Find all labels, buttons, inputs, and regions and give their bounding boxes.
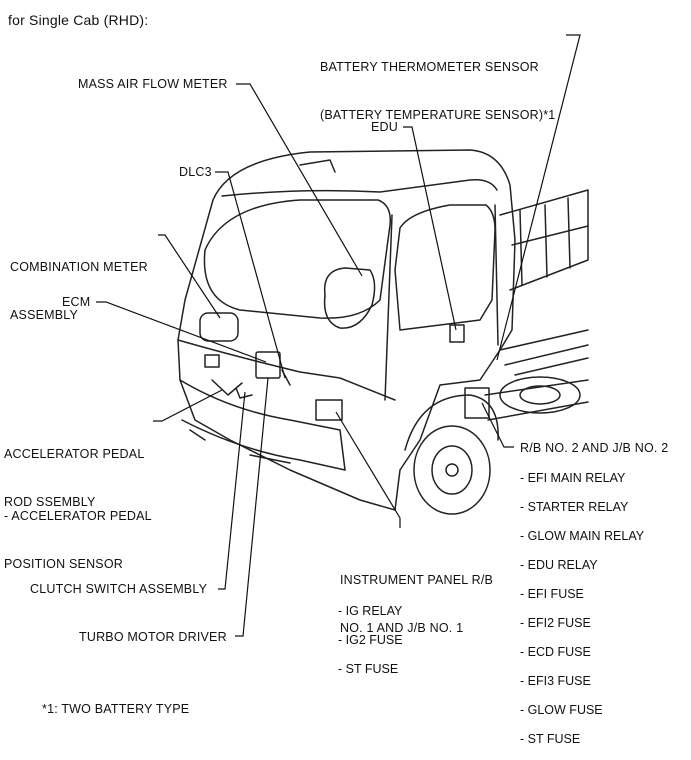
list-item: - EFI FUSE bbox=[520, 587, 584, 601]
front-wheel bbox=[413, 425, 491, 515]
combination-meter bbox=[199, 312, 239, 342]
list-item: - GLOW FUSE bbox=[520, 703, 603, 717]
list-item: - IG RELAY bbox=[338, 604, 403, 618]
mass-air-flow-meter-label: MASS AIR FLOW METER bbox=[78, 77, 228, 91]
battery-sensor-label: BATTERY THERMOMETER SENSOR (BATTERY TEMP… bbox=[320, 27, 555, 139]
accel-pedal-sensor-label: - ACCELERATOR PEDAL POSITION SENSOR bbox=[4, 476, 152, 588]
rb2-box bbox=[464, 387, 490, 419]
rb-jb-2-label: R/B NO. 2 AND J/B NO. 2 bbox=[520, 441, 669, 455]
list-item: - EFI3 FUSE bbox=[520, 674, 591, 688]
ecm-label: ECM bbox=[62, 295, 91, 309]
accel-pedal-rod-label: ACCELERATOR PEDAL ROD SSEMBLY bbox=[4, 414, 144, 526]
battery-sensor-line1: BATTERY THERMOMETER SENSOR bbox=[320, 60, 539, 74]
list-item: - STARTER RELAY bbox=[520, 500, 629, 514]
combination-meter-line2: ASSEMBLY bbox=[10, 308, 79, 322]
list-item: - EFI MAIN RELAY bbox=[520, 471, 626, 485]
battery-sensor-line2: (BATTERY TEMPERATURE SENSOR)*1 bbox=[320, 108, 556, 122]
accel-pedal-sensor-line2: POSITION SENSOR bbox=[4, 557, 123, 571]
combination-meter-label: COMBINATION METER ASSEMBLY bbox=[10, 227, 148, 339]
list-item: - EFI2 FUSE bbox=[520, 616, 591, 630]
accel-pedal-rod-line2: ROD SSEMBLY bbox=[4, 495, 96, 509]
list-item: - ECD FUSE bbox=[520, 645, 591, 659]
air-filter bbox=[323, 267, 376, 329]
front-bumper bbox=[179, 379, 346, 471]
edu-label: EDU bbox=[371, 120, 398, 134]
clutch-switch-label: CLUTCH SWITCH ASSEMBLY bbox=[30, 582, 208, 596]
instrument-panel-items: - IG RELAY - IG2 FUSE - ST FUSE bbox=[338, 603, 403, 690]
cargo-bed bbox=[499, 189, 589, 291]
side-window bbox=[394, 204, 496, 331]
cab-outline bbox=[177, 149, 516, 511]
windshield bbox=[203, 199, 391, 319]
turbo-motor-driver-label: TURBO MOTOR DRIVER bbox=[79, 630, 227, 644]
ecm-box bbox=[255, 351, 281, 379]
list-item: - ST FUSE bbox=[520, 732, 581, 746]
page-title: for Single Cab (RHD): bbox=[8, 12, 149, 28]
dlc3-label: DLC3 bbox=[179, 165, 212, 179]
instrument-panel-line2: NO. 1 AND J/B NO. 1 bbox=[340, 621, 464, 635]
footnote: *1: TWO BATTERY TYPE bbox=[42, 702, 190, 716]
rb2-items: - EFI MAIN RELAY - STARTER RELAY - GLOW … bbox=[520, 470, 644, 760]
combination-meter-line1: COMBINATION METER bbox=[10, 260, 148, 274]
accel-pedal-rod-line1: ACCELERATOR PEDAL bbox=[4, 447, 145, 461]
list-item: - IG2 FUSE bbox=[338, 633, 403, 647]
edu-box bbox=[449, 324, 465, 343]
accel-pedal-sensor-line1: - ACCELERATOR PEDAL bbox=[4, 509, 152, 523]
list-item: - EDU RELAY bbox=[520, 558, 598, 572]
instrument-panel-label: INSTRUMENT PANEL R/B NO. 1 AND J/B NO. 1 bbox=[340, 540, 493, 652]
instrument-panel-rb bbox=[315, 399, 343, 421]
list-item: - GLOW MAIN RELAY bbox=[520, 529, 645, 543]
instrument-panel-line1: INSTRUMENT PANEL R/B bbox=[340, 573, 494, 587]
list-item: - ST FUSE bbox=[338, 662, 399, 676]
